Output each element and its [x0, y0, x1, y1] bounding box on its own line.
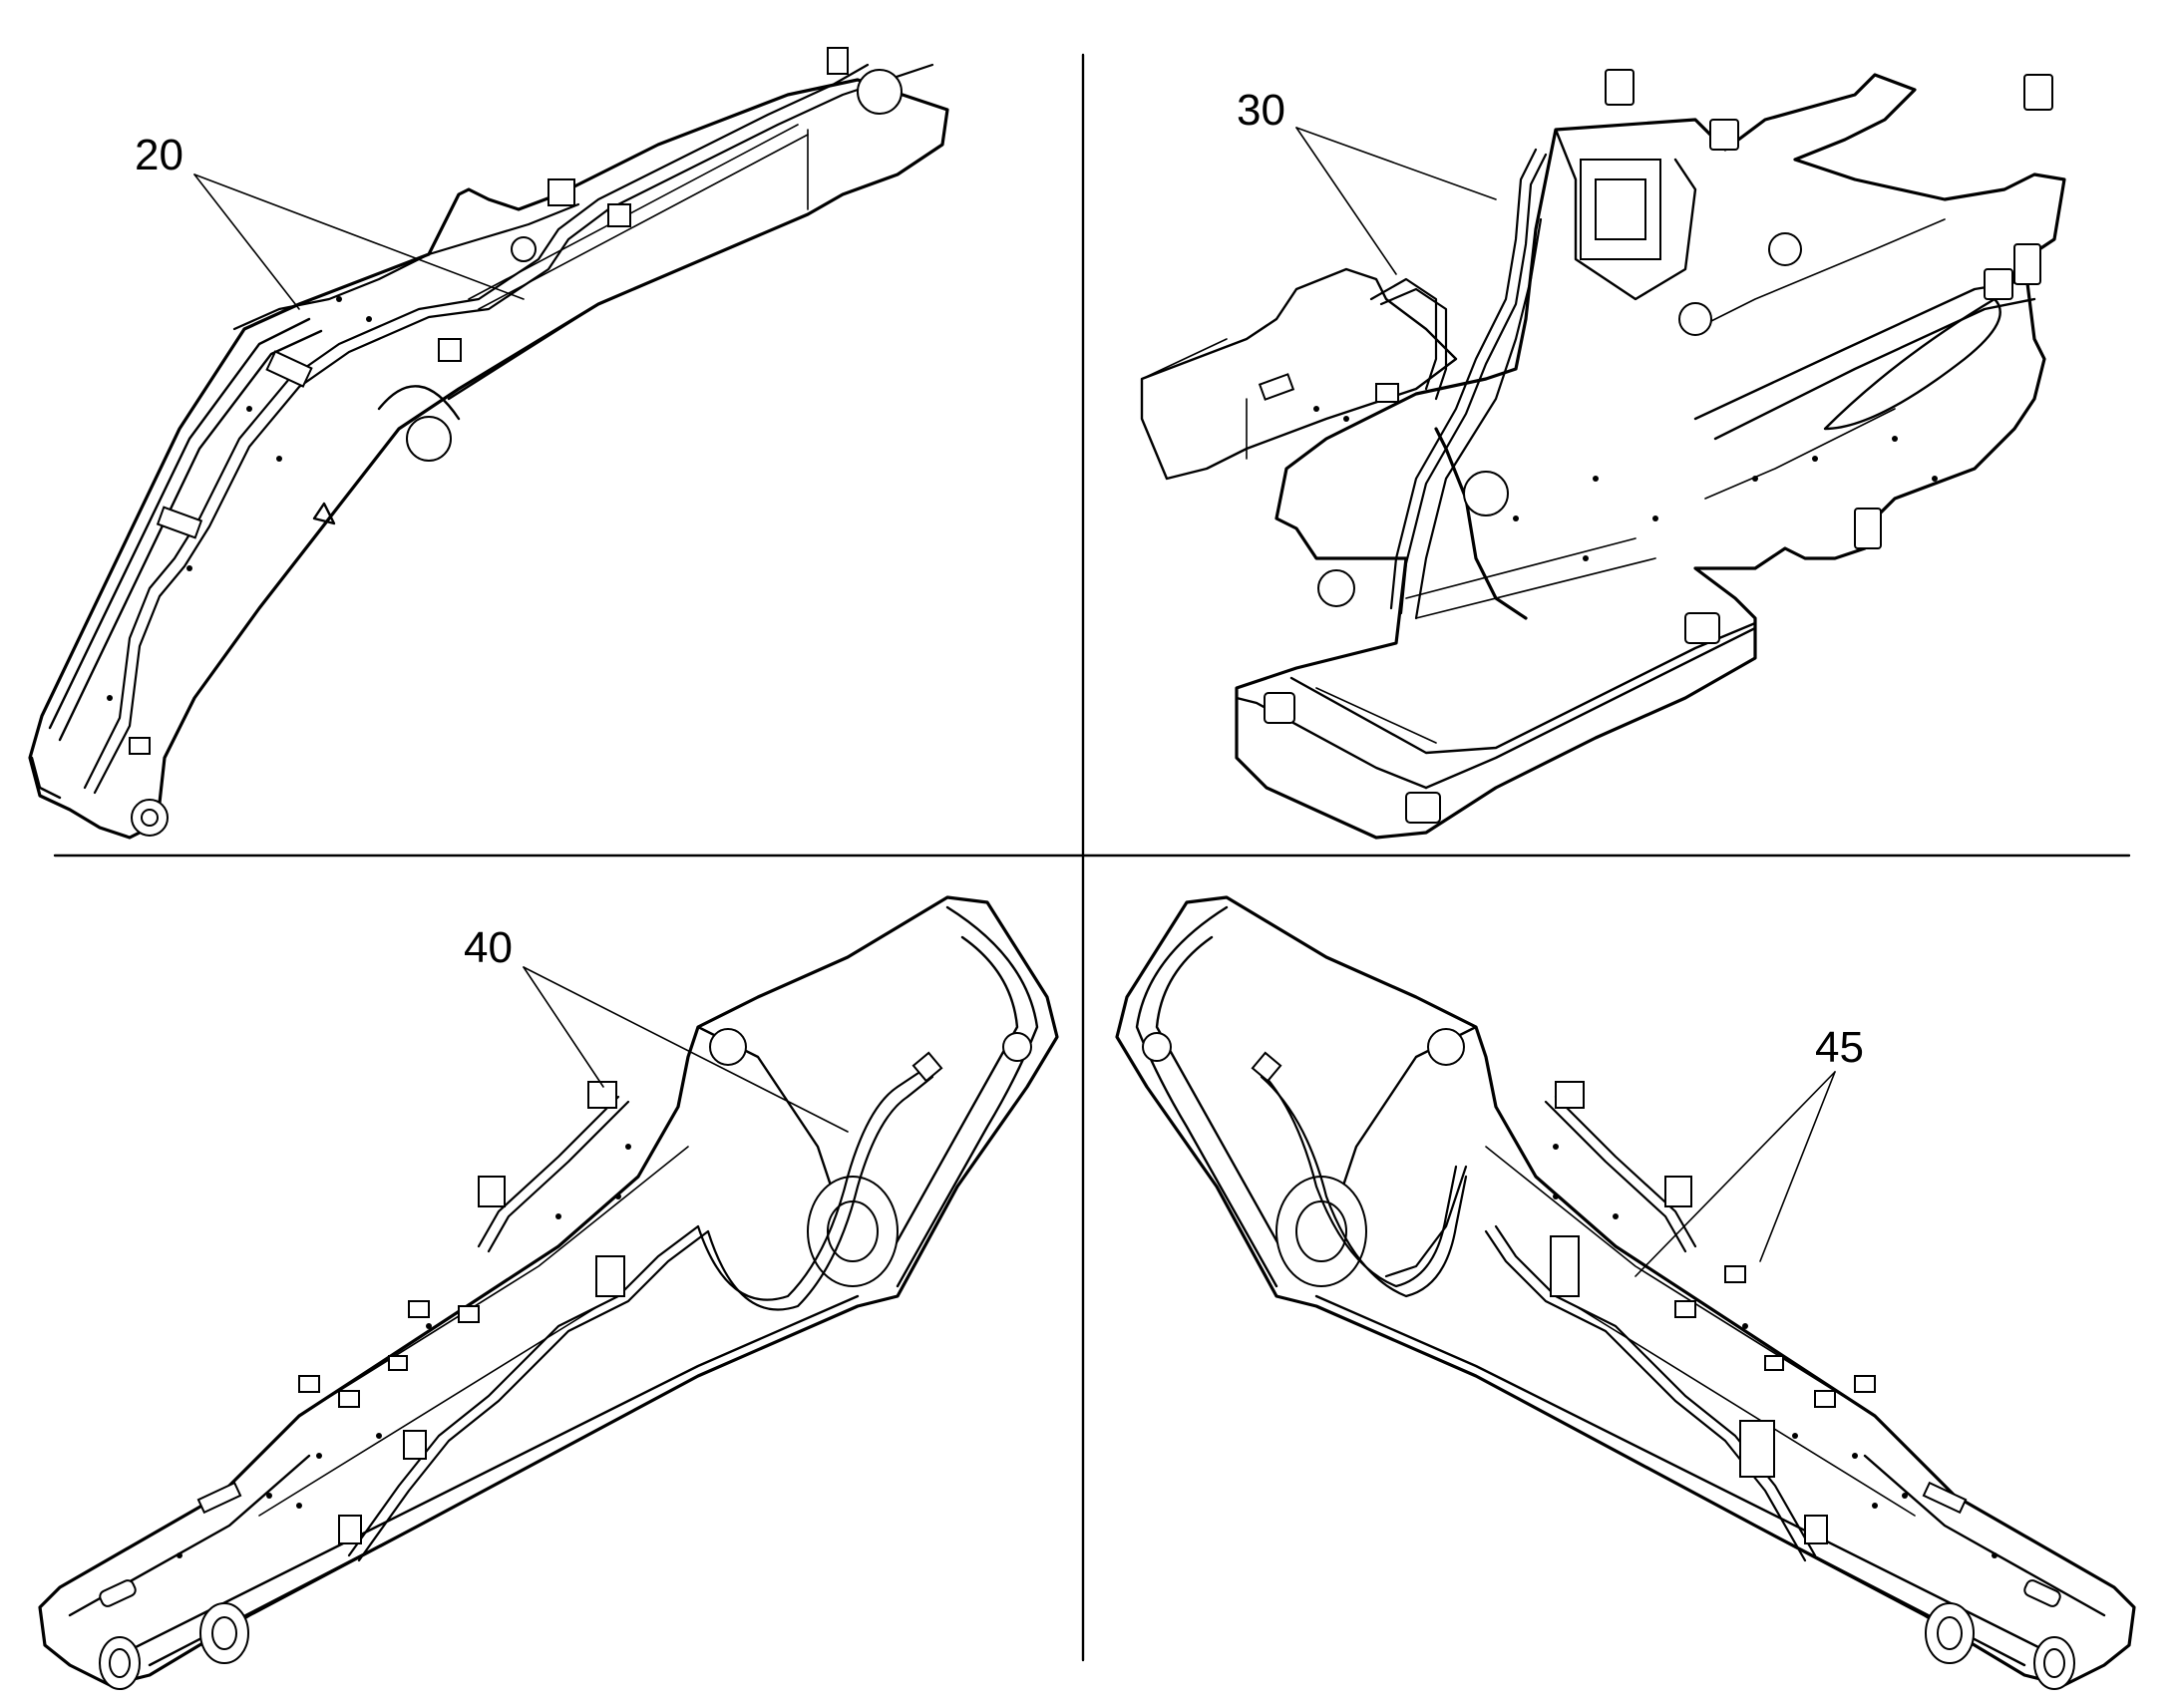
- callout-45: 45: [1635, 1023, 1864, 1277]
- leader-line: [1759, 1071, 1836, 1262]
- boom-assembly-view: [28, 47, 949, 840]
- callout-label-20: 20: [135, 131, 183, 179]
- callout-label-45: 45: [1815, 1023, 1864, 1072]
- leader-line: [193, 173, 300, 310]
- leader-line: [1295, 127, 1497, 200]
- arm-assembly-view-left: [38, 895, 1059, 1690]
- leader-line: [523, 966, 849, 1133]
- callout-30: 30: [1237, 86, 1497, 275]
- callout-40: 40: [464, 923, 849, 1133]
- upper-frame-view: [1140, 69, 2066, 840]
- leader-line: [1635, 1071, 1836, 1277]
- callout-label-40: 40: [464, 923, 513, 972]
- arm-assembly-view-right: [1115, 895, 2136, 1690]
- leader-line: [193, 173, 525, 300]
- callout-label-30: 30: [1237, 86, 1285, 135]
- callout-20: 20: [135, 131, 525, 310]
- quadrant-dividers: [53, 53, 2131, 1662]
- leader-line: [523, 966, 604, 1088]
- leader-line: [1295, 127, 1397, 275]
